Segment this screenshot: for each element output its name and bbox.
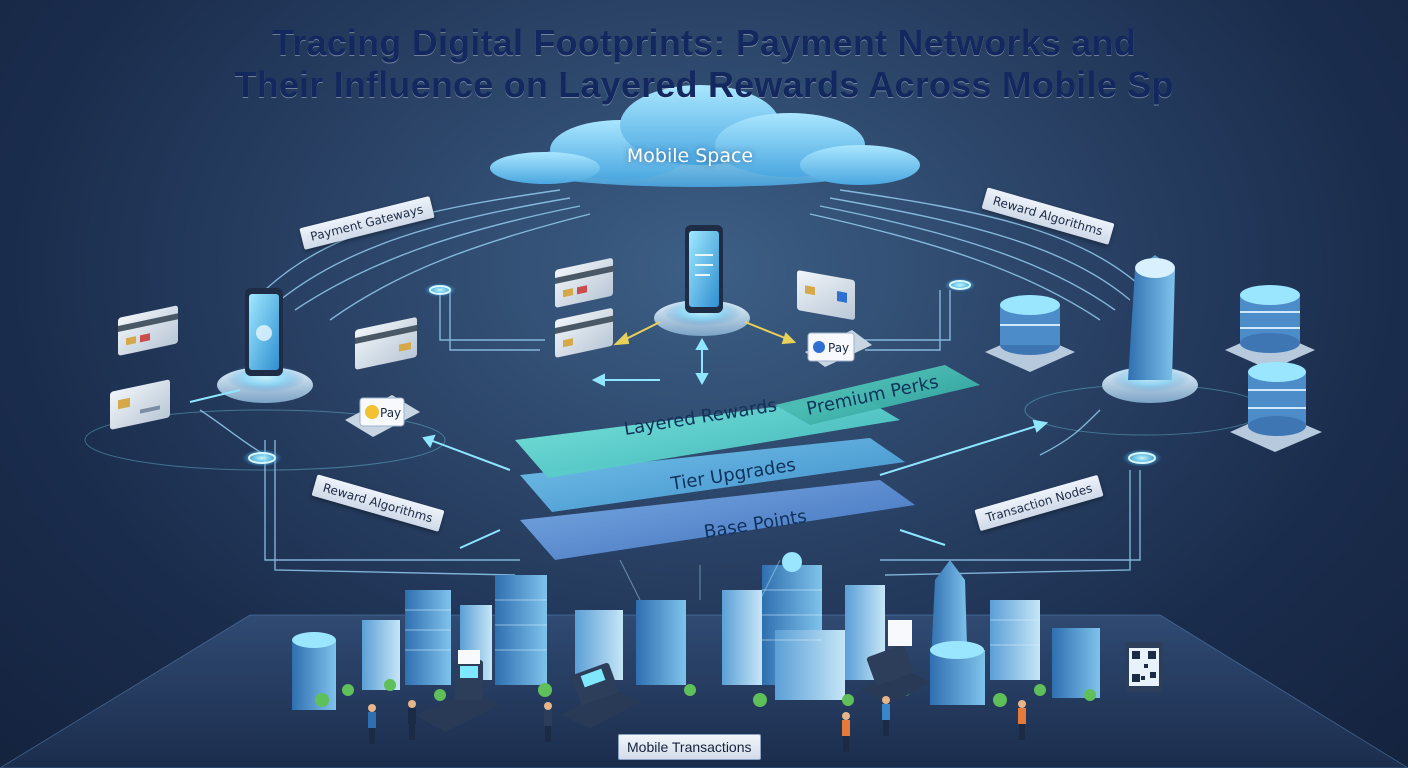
server-stack-right-bottom: [1230, 362, 1322, 452]
diagram-title: Tracing Digital Footprints: Payment Netw…: [0, 22, 1408, 106]
qr-code-icon: [1125, 642, 1163, 692]
cloud-label: Mobile Space: [600, 145, 780, 167]
pay-label-right: Pay: [828, 341, 849, 355]
server-stack-left: [985, 295, 1075, 372]
center-phone-pod: [654, 225, 750, 336]
tower-right: [1102, 255, 1198, 403]
server-stack-right-top: [1225, 285, 1315, 370]
pay-label-left: Pay: [380, 406, 401, 420]
pay-tile-left: Pay: [345, 395, 420, 437]
title-line-2: Their Influence on Layered Rewards Acros…: [0, 64, 1408, 106]
left-phone-pod: [217, 288, 313, 403]
title-line-1: Tracing Digital Footprints: Payment Netw…: [0, 22, 1408, 64]
rewards-layer-stack: Layered Rewards Premium Perks Tier Upgra…: [515, 365, 980, 560]
tag-mobile-transactions: Mobile Transactions: [618, 734, 761, 760]
pay-tile-right: Pay: [805, 330, 872, 367]
